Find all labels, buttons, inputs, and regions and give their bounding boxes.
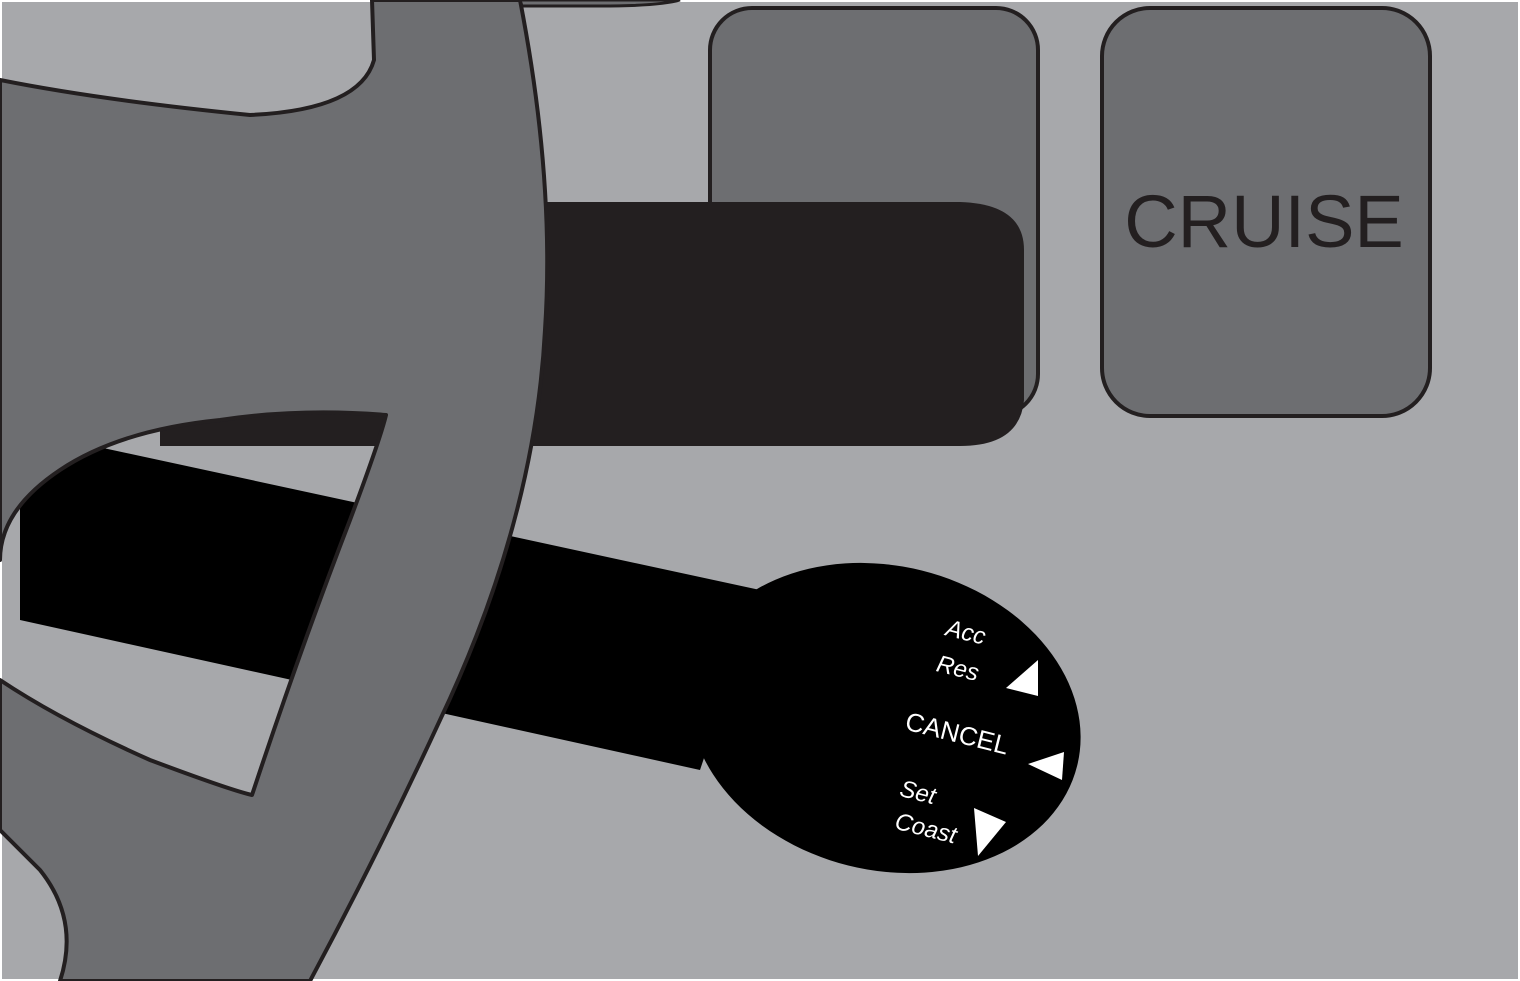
cancel-arrow-icon[interactable] bbox=[1028, 752, 1064, 780]
steering-wheel bbox=[0, 0, 550, 981]
cruise-button-label: CRUISE bbox=[1124, 180, 1404, 263]
wheel-hub-edge bbox=[518, 0, 681, 8]
set-coast-arrow-icon[interactable] bbox=[974, 808, 1006, 856]
cruise-stalk-knob[interactable] bbox=[656, 523, 1114, 914]
acc-res-arrow-icon[interactable] bbox=[1006, 660, 1038, 696]
cruise-button[interactable] bbox=[1100, 6, 1432, 418]
